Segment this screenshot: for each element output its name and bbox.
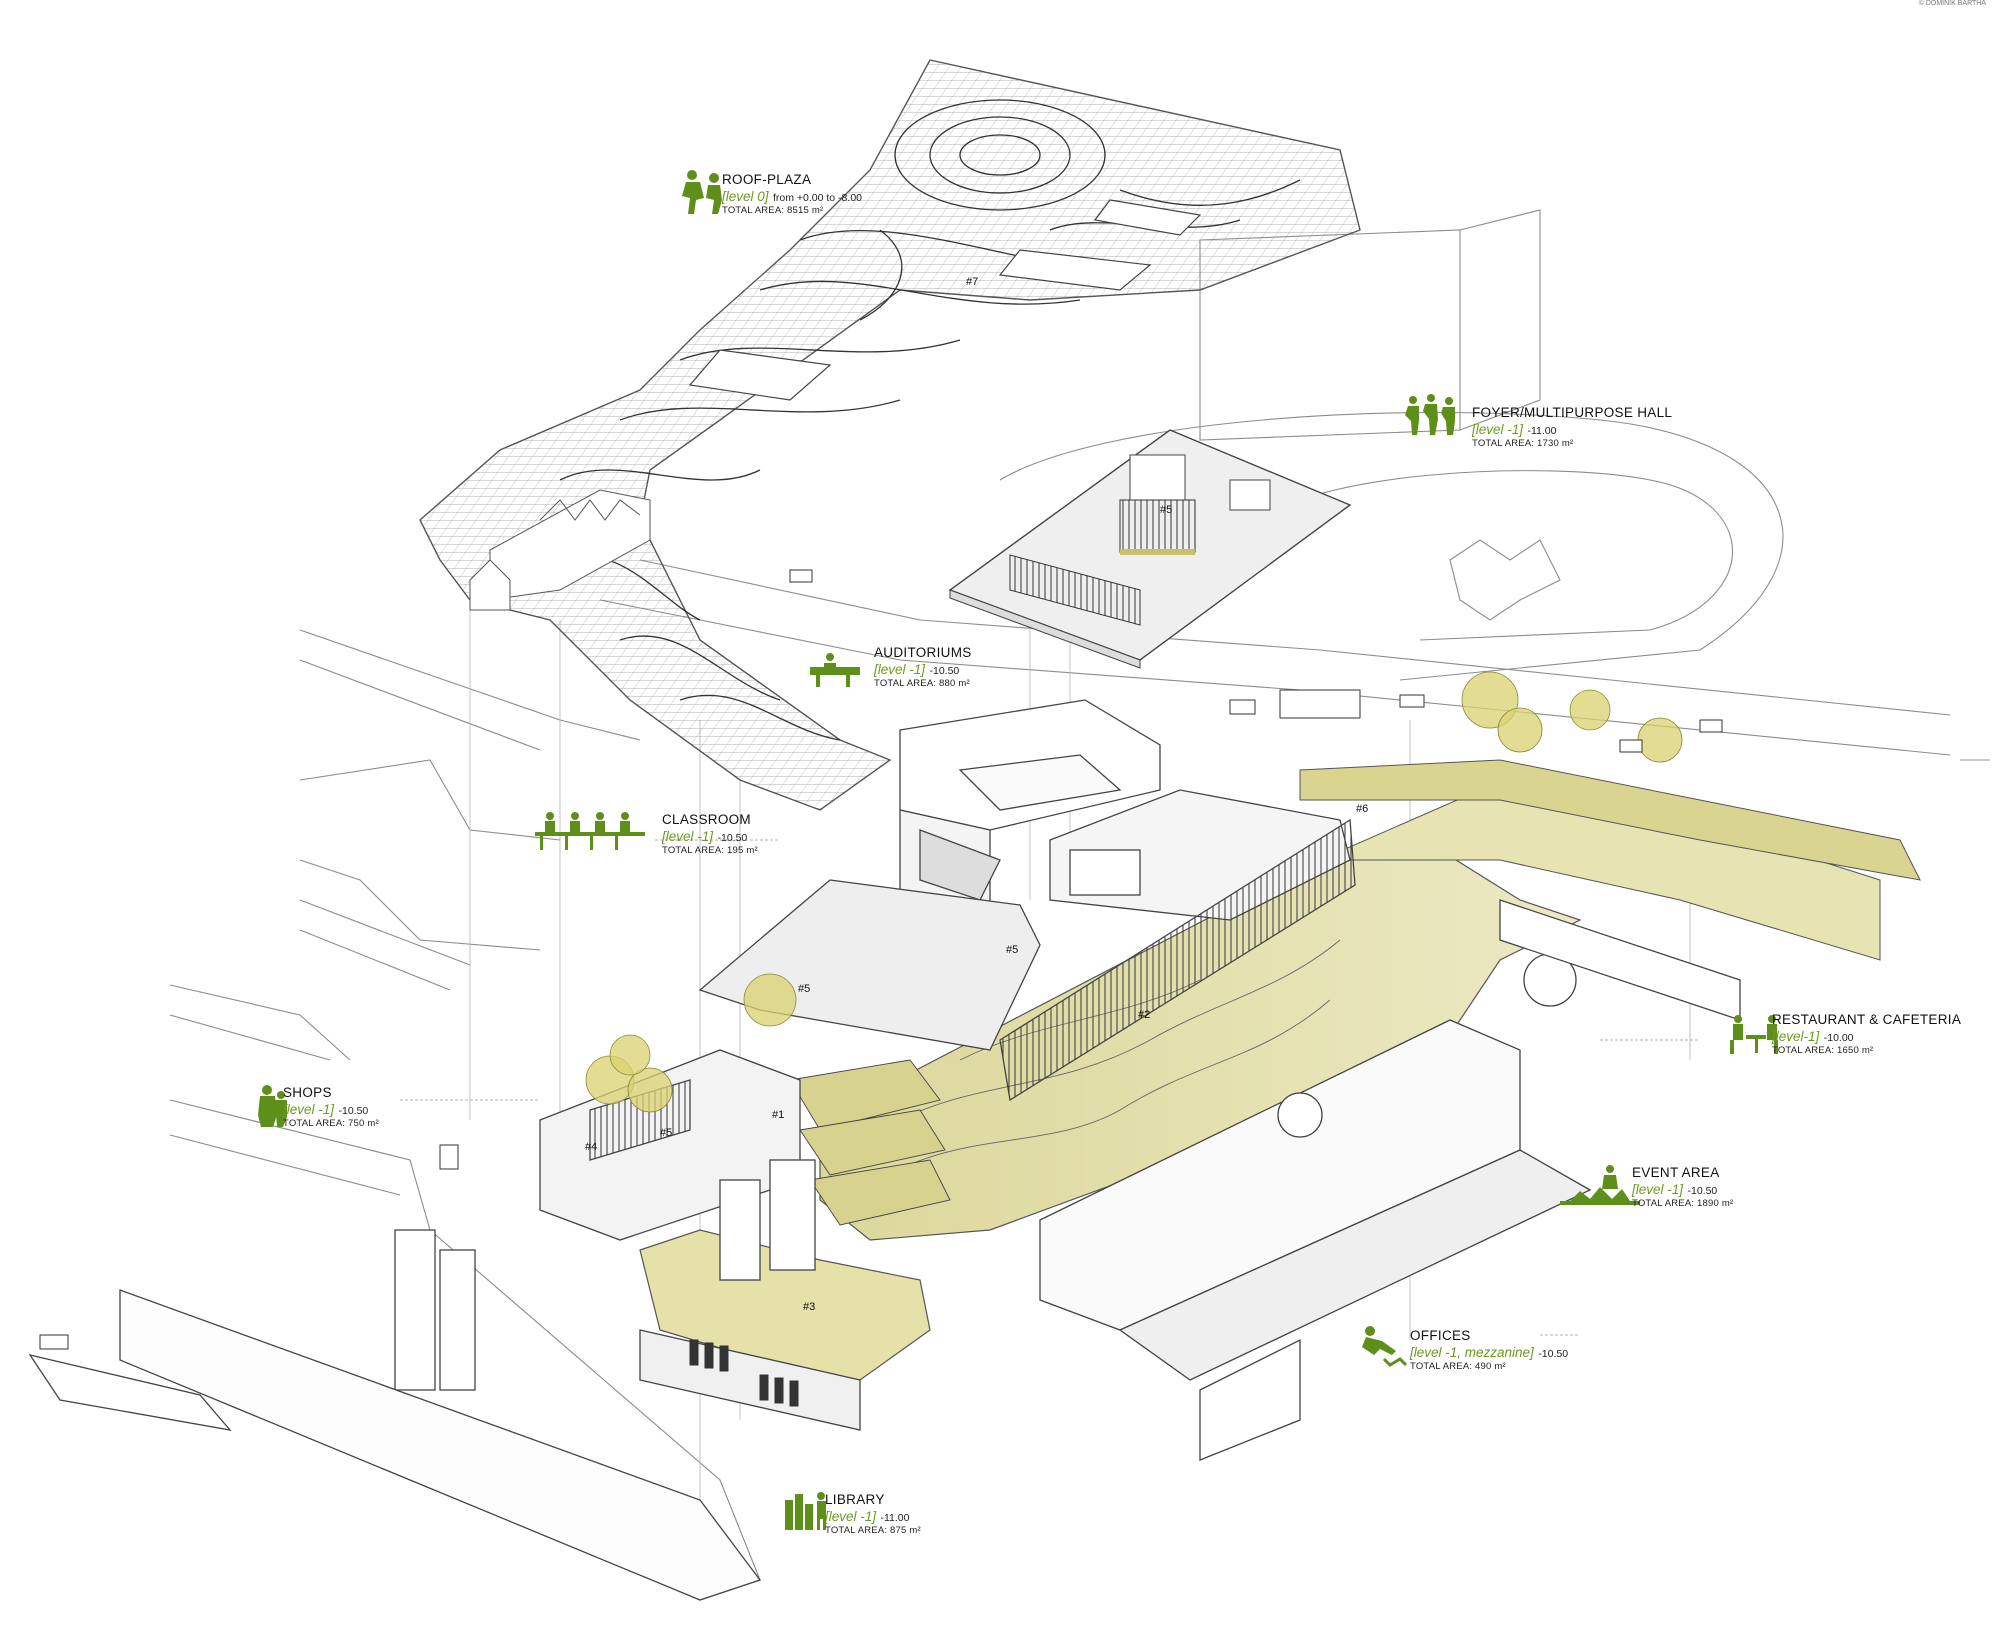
event-level: [level -1]: [1632, 1181, 1684, 1197]
tag-6: #6: [1356, 803, 1368, 815]
restaurant-level: [level-1]: [1772, 1028, 1820, 1044]
event-area-field: [639, 759, 1921, 1381]
shops-title: SHOPS: [283, 1085, 332, 1100]
tag-5-shops: #5: [660, 1127, 672, 1139]
icon-offices: [1362, 1326, 1408, 1367]
auditoriums-area: TOTAL AREA: 880 m²: [874, 677, 970, 689]
icon-foyer: [1405, 394, 1455, 435]
roof-plaza-title: ROOF-PLAZA: [722, 172, 812, 187]
library-elevation: -11.00: [880, 1511, 910, 1524]
classroom-elevation: -10.50: [717, 831, 748, 844]
restaurant-area: TOTAL AREA: 1650 m²: [1772, 1044, 1874, 1056]
label-offices: OFFICES [level -1, mezzanine] -10.50 TOT…: [1410, 1328, 1568, 1373]
label-shops: SHOPS [level -1] -10.50 TOTAL AREA: 750 …: [283, 1085, 379, 1130]
vehicles: [39, 569, 1723, 1350]
context-streets: [169, 209, 1990, 1581]
roof-plaza-plane: [419, 59, 1361, 811]
auditoriums-level: [level -1]: [874, 661, 926, 677]
label-roof-plaza: ROOF-PLAZA [level 0] from +0.00 to -8.00…: [722, 172, 862, 217]
foyer-area: TOTAL AREA: 1730 m²: [1472, 437, 1574, 449]
library-title: LIBRARY: [825, 1492, 885, 1507]
icon-auditoriums: [810, 653, 860, 687]
trees: [585, 671, 1683, 1113]
tag-4: #4: [585, 1141, 597, 1153]
foyer-elevation: -11.00: [1527, 424, 1557, 437]
label-event-area: EVENT AREA [level -1] -10.50 TOTAL AREA:…: [1632, 1165, 1733, 1210]
library-level: [level -1]: [825, 1508, 877, 1524]
icon-roof-plaza: [682, 170, 722, 214]
shops-area: TOTAL AREA: 750 m²: [283, 1117, 379, 1129]
shops-level: [level -1]: [283, 1101, 335, 1117]
tag-5-cafe: #5: [1006, 944, 1018, 956]
label-classroom: CLASSROOM [level -1] -10.50 TOTAL AREA: …: [662, 812, 758, 857]
icon-classroom: [535, 812, 645, 850]
shops-elevation: -10.50: [338, 1104, 369, 1117]
restaurant-elevation: -10.00: [1823, 1031, 1854, 1044]
foyer-plane: [948, 429, 1352, 669]
icon-event-area: [1560, 1165, 1640, 1205]
roof-plaza-elevation: from +0.00 to -8.00: [772, 191, 862, 204]
tag-3: #3: [803, 1301, 815, 1313]
foyer-level: [level -1]: [1472, 421, 1524, 437]
event-title: EVENT AREA: [1632, 1165, 1720, 1180]
event-area: TOTAL AREA: 1890 m²: [1632, 1197, 1734, 1209]
event-elevation: -10.50: [1687, 1184, 1718, 1197]
offices-level: [level -1, mezzanine]: [1410, 1344, 1534, 1360]
library-area: TOTAL AREA: 875 m²: [825, 1524, 921, 1536]
label-restaurant: RESTAURANT & CAFETERIA [level-1] -10.00 …: [1772, 1012, 1961, 1057]
roof-plaza-area: TOTAL AREA: 8515 m²: [722, 204, 824, 216]
auditoriums-title: AUDITORIUMS: [874, 645, 972, 660]
icon-shops: [258, 1085, 287, 1127]
offices-title: OFFICES: [1410, 1328, 1471, 1343]
offices-area: TOTAL AREA: 490 m²: [1410, 1360, 1506, 1372]
tag-7: #7: [966, 276, 978, 288]
classroom-title: CLASSROOM: [662, 812, 751, 827]
label-library: LIBRARY [level -1] -11.00 TOTAL AREA: 87…: [825, 1492, 921, 1537]
zone-tags: #1 #2 #3 #4 #5 #5 #5 #5 #6 #7: [585, 276, 1368, 1313]
building-masses: [28, 699, 1741, 1601]
icon-library: [785, 1492, 826, 1530]
auditoriums-elevation: -10.50: [929, 664, 960, 677]
image-credit: © DOMINIK BARTHA: [1918, 0, 1986, 7]
tag-5-foyer: #5: [1160, 504, 1172, 516]
foyer-title: FOYER/MULTIPURPOSE HALL: [1472, 405, 1673, 420]
label-foyer: FOYER/MULTIPURPOSE HALL [level -1] -11.0…: [1472, 405, 1672, 450]
tag-5-plaza: #5: [798, 983, 810, 995]
icon-restaurant: [1730, 1015, 1778, 1054]
offices-elevation: -10.50: [1538, 1347, 1569, 1360]
classroom-area: TOTAL AREA: 195 m²: [662, 844, 758, 856]
tag-1: #1: [772, 1109, 784, 1121]
classroom-level: [level -1]: [662, 828, 714, 844]
leader-lines: [400, 839, 1700, 1336]
label-auditoriums: AUDITORIUMS [level -1] -10.50 TOTAL AREA…: [874, 645, 972, 690]
tag-2: #2: [1138, 1009, 1150, 1021]
restaurant-title: RESTAURANT & CAFETERIA: [1772, 1012, 1962, 1027]
roof-plaza-level: [level 0]: [722, 188, 769, 204]
